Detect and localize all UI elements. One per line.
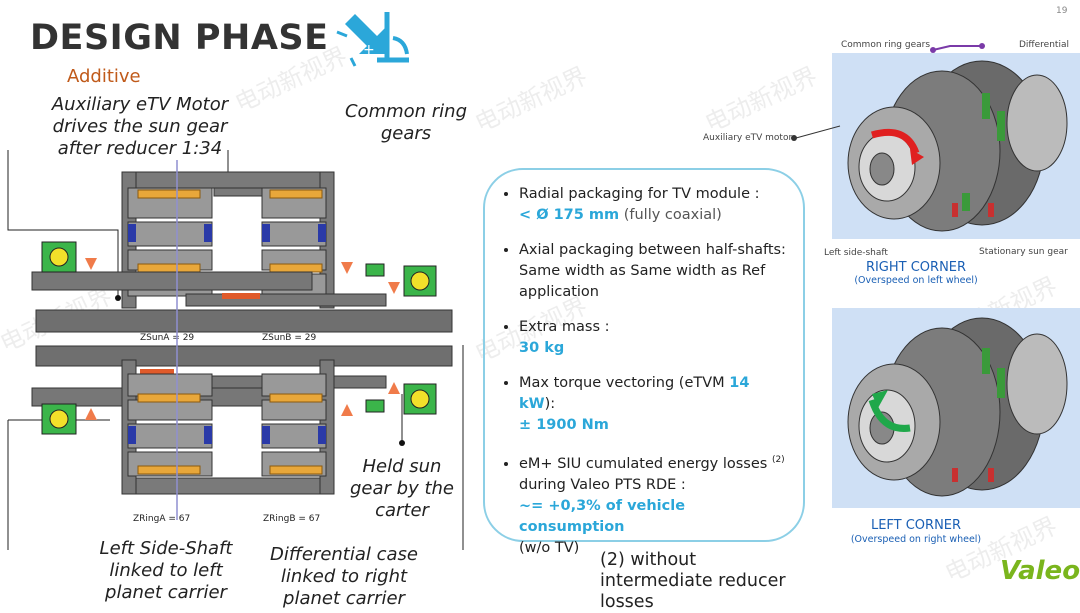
motor-label: Auxiliary eTV Motor drives the sun gear … [51, 94, 229, 159]
ring-gears-label: Common ring gears [344, 101, 468, 144]
bullet-losses: eM+ SIU cumulated energy losses (2) duri… [519, 450, 789, 559]
page-number: 19 [1056, 6, 1068, 16]
left-corner-render [832, 308, 1080, 508]
bullet-axial: Axial packaging between half-shafts: Sam… [519, 240, 789, 303]
page-subtitle: Additive [67, 66, 141, 87]
stationary-sun-label: Stationary sun gear [979, 247, 1068, 257]
watermark: 电动新视界 [470, 61, 592, 138]
footnote: (2) without intermediate reducer losses [600, 550, 786, 612]
losses-value: ~= +0,3% of vehicle consumption [519, 497, 686, 535]
planetary-schematic [7, 150, 464, 550]
bullet-radial: Radial packaging for TV module : < Ø 175… [519, 184, 789, 226]
zsun-a-label: ZSunA = 29 [140, 333, 195, 343]
left-corner-subtitle: (Overspeed on right wheel) [850, 534, 982, 545]
right-corner-leaders [791, 43, 985, 141]
zring-b-label: ZRingB = 67 [263, 514, 321, 524]
torque-value: ± 1900 Nm [519, 417, 609, 433]
zring-a-label: ZRingA = 67 [133, 514, 191, 524]
differential-render-label: Differential [1019, 40, 1069, 50]
differential-label: Differential case linked to right planet… [270, 544, 418, 609]
right-corner-title: RIGHT CORNER [865, 260, 967, 275]
aux-motor-label: Auxiliary eTV motor [703, 133, 793, 143]
left-shaft-label: Left Side-Shaft linked to left planet ca… [99, 538, 233, 603]
common-ring-gears-label: Common ring gears [841, 40, 931, 50]
right-corner-subtitle: (Overspeed on left wheel) [854, 275, 978, 286]
valeo-logo: Valeo [1000, 556, 1080, 586]
page-title: DESIGN PHASE [30, 18, 329, 58]
right-corner-render [832, 53, 1080, 239]
bullet-mass: Extra mass : 30 kg [519, 317, 789, 359]
left-side-shaft-label: Left side-shaft [824, 248, 888, 258]
specs-box: Radial packaging for TV module : < Ø 175… [483, 168, 805, 556]
mass-value: 30 kg [519, 340, 565, 356]
zsun-b-label: ZSunB = 29 [262, 333, 317, 343]
bullet-torque: Max torque vectoring (eTVM 14 kW): ± 190… [519, 373, 789, 436]
held-sun-label: Held sun gear by the carter [350, 456, 454, 521]
additive-manufacturing-icon: + [336, 12, 409, 67]
radial-value: < Ø 175 mm [519, 207, 620, 223]
svg-text:+: + [363, 42, 375, 58]
left-corner-title: LEFT CORNER [870, 518, 962, 533]
